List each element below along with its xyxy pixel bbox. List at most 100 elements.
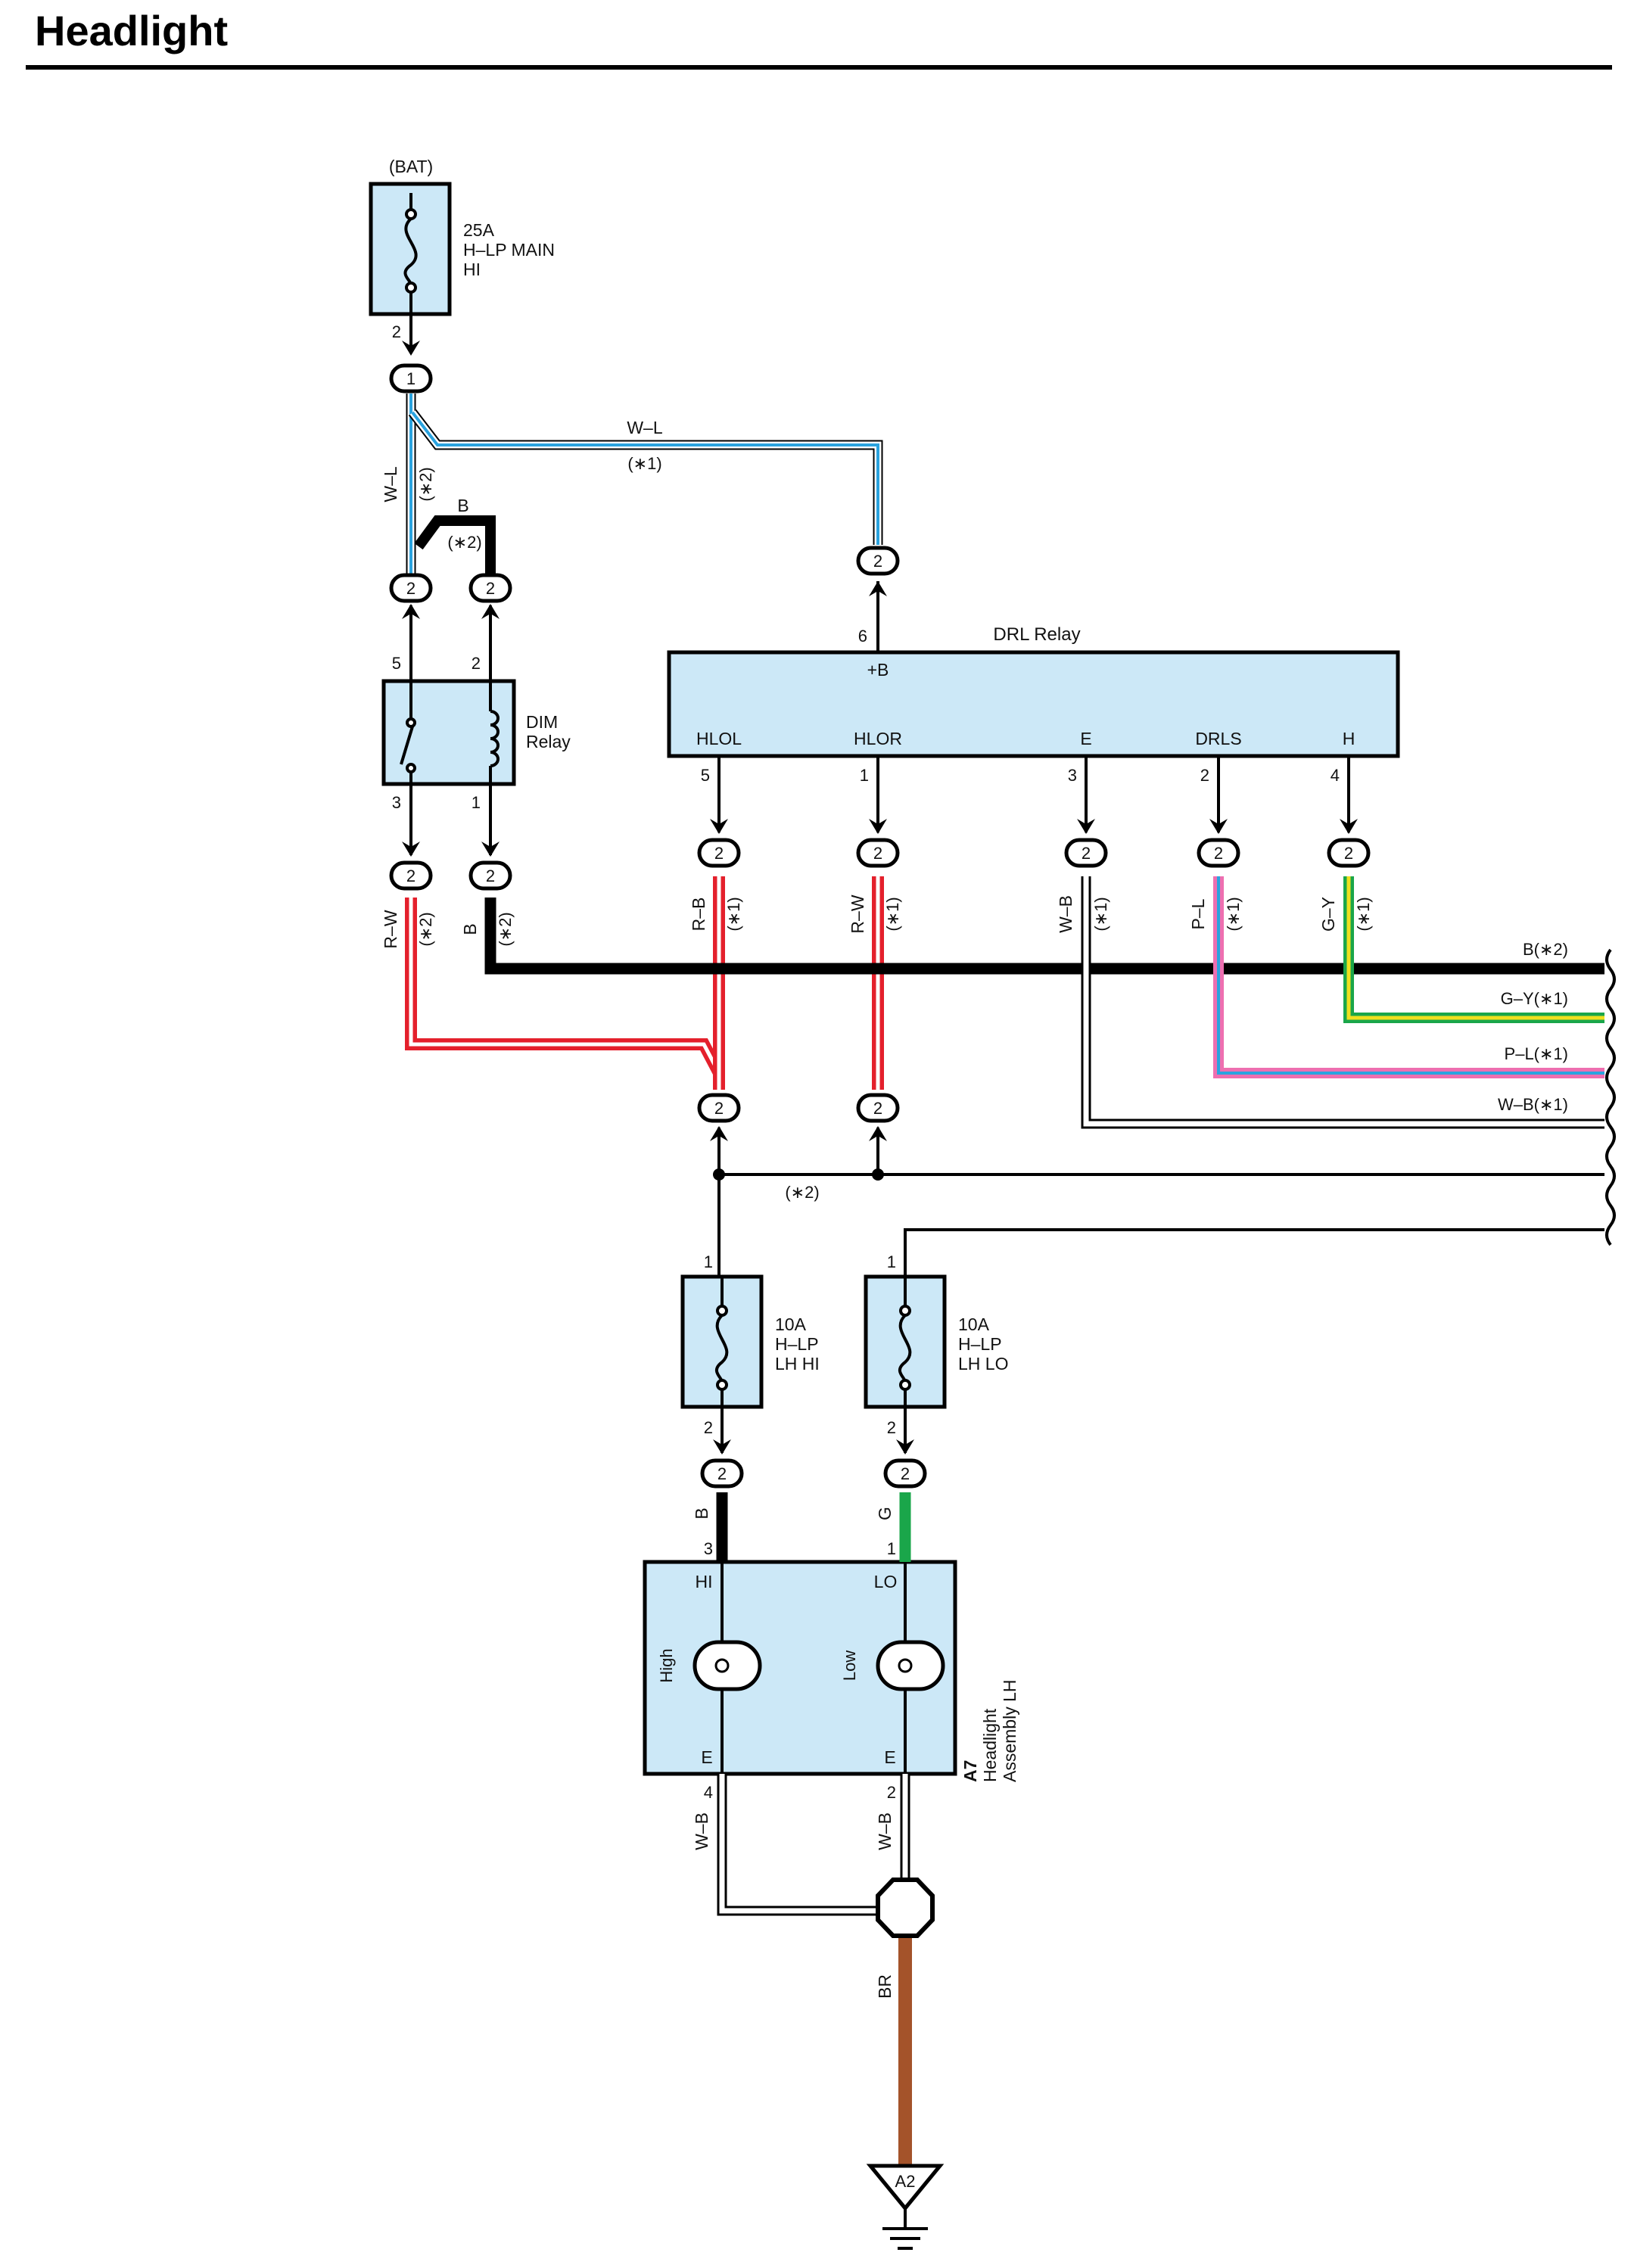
arrow-dim-3 — [402, 842, 420, 857]
headlight-lo-label: LO — [874, 1572, 898, 1591]
ground-id: A2 — [895, 2172, 916, 2191]
headlight-e-right: E — [884, 1747, 895, 1767]
wb-left-label: W–B — [692, 1812, 711, 1850]
connector-c15 — [883, 1458, 927, 1489]
ground-symbol — [866, 2164, 945, 2250]
headlight-name2: Assembly LH — [1000, 1680, 1019, 1782]
fuse-lh-lo-name2: LH LO — [958, 1354, 1008, 1374]
connector-c7 — [697, 838, 741, 868]
drl-terminal-e-pin: 3 — [1068, 766, 1077, 785]
dim-relay-pin-2: 2 — [472, 654, 481, 673]
arrow-c12 — [710, 1126, 728, 1141]
rb-label: R–B — [689, 898, 708, 932]
fuse-main-name1: H–LP MAIN — [463, 240, 555, 260]
connector-c13-label: 2 — [873, 1099, 882, 1118]
dim-relay-pin-5: 5 — [392, 654, 401, 673]
dim-relay-box — [381, 679, 516, 786]
arrow-fuse-lo — [896, 1439, 914, 1454]
connector-c5-label: 2 — [406, 866, 416, 885]
wl-vertical-label: W–L — [381, 466, 400, 502]
wire-b-top — [414, 515, 496, 584]
connector-c5 — [389, 860, 433, 891]
connector-c6 — [468, 860, 512, 891]
connector-c3 — [468, 573, 512, 603]
drl-terminal-e-label: E — [1080, 729, 1091, 748]
drl-terminal-h-label: H — [1343, 729, 1355, 748]
connector-c1 — [389, 363, 433, 394]
arrow-drl-e — [1077, 819, 1095, 834]
fuse-lh-lo-name1: H–LP — [958, 1334, 1002, 1354]
rw-drl-note: (∗1) — [883, 897, 902, 931]
connector-c4-label: 2 — [873, 552, 882, 571]
drl-relay-box — [667, 650, 1400, 758]
right-label-pl: P–L(∗1) — [1505, 1044, 1568, 1063]
junction-dot-left — [713, 1168, 725, 1181]
bulb-high-icon — [693, 1640, 762, 1691]
dim-relay-pin-1: 1 — [472, 793, 481, 812]
connector-c11 — [1327, 838, 1371, 868]
rw-dim-label: R–W — [381, 910, 400, 948]
arrow-fuse-hi — [713, 1439, 731, 1454]
arrow-c13 — [869, 1126, 887, 1141]
arrow-dim-5 — [402, 604, 420, 619]
connector-c2 — [389, 573, 433, 603]
connector-c4 — [856, 546, 900, 576]
pl-label: P–L — [1188, 898, 1208, 929]
connector-c9-label: 2 — [1082, 844, 1091, 863]
battery-label: (BAT) — [389, 157, 433, 176]
rw-dim-note: (∗2) — [416, 912, 435, 946]
dim-relay-switch — [400, 681, 416, 784]
right-label-gy: G–Y(∗1) — [1501, 989, 1568, 1008]
drl-terminal-hlor-pin: 1 — [860, 766, 869, 785]
wire-lo-feed — [904, 1228, 1604, 1277]
right-label-wb: W–B(∗1) — [1498, 1095, 1568, 1114]
wl-top-label: W–L — [627, 418, 663, 437]
arrow-fuse-main — [402, 341, 420, 356]
dim-relay-coil — [489, 681, 500, 784]
wire-wb-ground — [717, 1774, 910, 1916]
drl-b-label: +B — [867, 660, 889, 680]
fuse-lh-lo-rating: 10A — [958, 1314, 990, 1334]
connector-c6-label: 2 — [486, 866, 495, 885]
gy-note: (∗1) — [1354, 897, 1373, 931]
wl-top-note: (∗1) — [627, 454, 661, 473]
pl-note: (∗1) — [1224, 897, 1243, 931]
connector-c12 — [697, 1093, 741, 1123]
wire-b-bus — [484, 898, 1604, 975]
drl-b-pin: 6 — [858, 627, 867, 646]
drl-terminal-h-pin: 4 — [1331, 766, 1340, 785]
connector-c11-label: 2 — [1344, 844, 1353, 863]
fuse-main-rating: 25A — [463, 220, 495, 240]
fuse-main-name2: HI — [463, 260, 481, 279]
bulb-low-icon — [876, 1640, 945, 1691]
connector-c10-label: 2 — [1214, 844, 1223, 863]
drl-relay-name: DRL Relay — [993, 624, 1080, 645]
break-marks — [1605, 948, 1616, 1246]
connector-c14-label: 2 — [717, 1464, 727, 1483]
drl-terminal-drls-label: DRLS — [1195, 729, 1241, 748]
fuse-lh-hi-pin-out: 2 — [704, 1418, 713, 1437]
connector-c14 — [700, 1458, 744, 1489]
arrow-drl-h — [1340, 819, 1358, 834]
wire-wb-drl — [1081, 876, 1604, 1129]
headlight-e-left: E — [701, 1747, 712, 1767]
wb-drl-note: (∗1) — [1091, 897, 1110, 931]
fuse-main-pin-out: 2 — [392, 322, 401, 341]
junction-dot-right — [872, 1168, 884, 1181]
rb-note: (∗1) — [724, 897, 743, 931]
wire-rw-dim — [405, 898, 725, 1090]
arrow-dim-1 — [481, 842, 500, 857]
connector-c13 — [856, 1093, 900, 1123]
fuse-lh-hi-symbol — [714, 1277, 729, 1407]
fuse-main-symbol — [403, 193, 418, 294]
arrow-dim-2 — [481, 604, 500, 619]
connector-c8-label: 2 — [873, 844, 882, 863]
dim-relay-name1: DIM — [526, 712, 558, 732]
arrow-drl-hlol — [710, 819, 728, 834]
title-rule — [26, 65, 1612, 70]
g-lo-label: G — [875, 1507, 895, 1520]
connector-c9 — [1064, 838, 1108, 868]
wl-vertical-note: (∗2) — [416, 467, 435, 501]
connector-c1-label: 1 — [406, 369, 416, 388]
